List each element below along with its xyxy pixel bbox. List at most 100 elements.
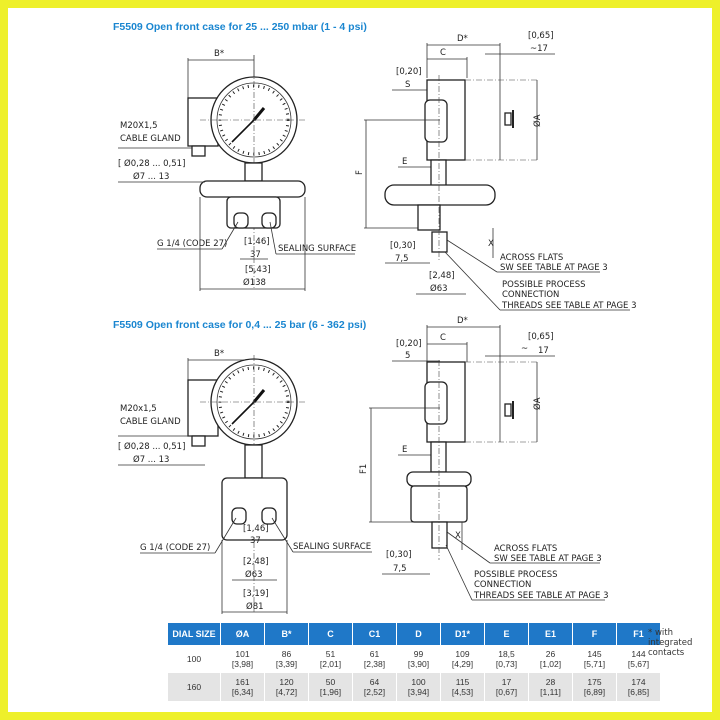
cell-inch: [1,96]	[319, 687, 342, 697]
cell-mm: 161	[235, 677, 250, 687]
table-cell: 174[6,85]	[616, 673, 661, 701]
label-threads: THREADS SEE TABLE AT PAGE 3	[501, 301, 637, 311]
cell-inch: [3,39]	[275, 659, 298, 669]
dim-d: D*	[457, 34, 468, 44]
cell-inch: [2,52]	[363, 687, 386, 697]
column-header: ØA	[220, 623, 265, 645]
cell-inch: [2,01]	[319, 659, 342, 669]
dim-s: S	[405, 80, 410, 90]
dim-x-2: X	[455, 531, 461, 541]
cell-mm: 28	[545, 677, 556, 687]
cell-inch: [1,02]	[539, 659, 562, 669]
dim-248-2: [2,48]	[243, 557, 269, 567]
dim-248: [2,48]	[429, 271, 455, 281]
cell-mm: 51	[325, 649, 336, 659]
dim-b-2: B*	[214, 349, 224, 359]
column-header: F1	[616, 623, 661, 645]
label-across-flats: ACROSS FLATS	[500, 253, 563, 263]
cell-inch: [0,67]	[495, 687, 518, 697]
dim-63-2: Ø63	[245, 569, 263, 580]
column-header: B*	[264, 623, 309, 645]
cell-mm: 120	[279, 677, 294, 687]
cell-mm: 145	[587, 649, 602, 659]
dim-020: [0,20]	[396, 67, 422, 77]
cell-mm: 100	[186, 654, 202, 664]
dim-030: [0,30]	[390, 241, 416, 251]
table-cell: 100	[168, 645, 221, 673]
table-cell: 145[5,71]	[572, 645, 617, 673]
dim-e-2: E	[402, 445, 407, 455]
cell-mm: 61	[369, 649, 380, 659]
table-cell: 61[2,38]	[352, 645, 397, 673]
dim-gland-in-2: [ Ø0,28 ... 0,51]	[118, 441, 185, 452]
table-cell: 18,5[0,73]	[484, 645, 529, 673]
cell-inch: [6,85]	[627, 687, 650, 697]
label-cable-gland: CABLE GLAND	[120, 134, 181, 144]
column-header: E1	[528, 623, 573, 645]
table-cell: 86[3,39]	[264, 645, 309, 673]
label-connection-2: CONNECTION	[474, 580, 531, 590]
bottom-side-view: D* C [0,65] ~ 17 [0,20] 5 ØA F1 E X [0,3…	[359, 316, 609, 601]
table-cell: 51[2,01]	[308, 645, 353, 673]
cell-inch: [4,53]	[451, 687, 474, 697]
dim-138: Ø138	[243, 277, 266, 288]
label-sealing-surface: SEALING SURFACE	[278, 244, 356, 254]
dim-d-2: D*	[457, 316, 468, 326]
dim-gland-mm: Ø7 ... 13	[133, 171, 169, 182]
dim-75: 7,5	[395, 254, 409, 264]
dim-tilde: ~	[521, 344, 528, 354]
label-across-flats-2: ACROSS FLATS	[494, 544, 557, 554]
cell-mm: 50	[325, 677, 336, 687]
dim-17-2: 17	[538, 346, 549, 356]
cell-inch: [5,71]	[583, 659, 606, 669]
cell-mm: 86	[281, 649, 292, 659]
column-header: D	[396, 623, 441, 645]
label-sw-2: SW SEE TABLE AT PAGE 3	[494, 554, 602, 564]
table-cell: 109[4,29]	[440, 645, 485, 673]
label-m20: M20X1,5	[120, 121, 158, 131]
table-cell: 26[1,02]	[528, 645, 573, 673]
table-cell: 100[3,94]	[396, 673, 441, 701]
label-possible-process-2: POSSIBLE PROCESS	[474, 570, 558, 580]
cell-inch: [3,94]	[407, 687, 430, 697]
bottom-title: F5509 Open front case for 0,4 ... 25 bar…	[113, 319, 366, 331]
table-cell: 160	[168, 673, 221, 701]
table-cell: 101[3,98]	[220, 645, 265, 673]
bottom-front-view: F5509 Open front case for 0,4 ... 25 bar…	[113, 319, 372, 614]
label-connection: CONNECTION	[502, 290, 559, 300]
cell-inch: [3,98]	[231, 659, 254, 669]
dim-37-2: 37	[250, 536, 261, 546]
dim-b: B*	[214, 49, 224, 59]
label-sw: SW SEE TABLE AT PAGE 3	[500, 263, 608, 273]
dim-oa: ØA	[532, 114, 543, 127]
column-header: C1	[352, 623, 397, 645]
cell-inch: [2,38]	[363, 659, 386, 669]
table-cell: 28[1,11]	[528, 673, 573, 701]
cell-mm: 64	[369, 677, 380, 687]
table-note: * with integrated contacts	[648, 628, 693, 658]
cell-inch: [3,90]	[407, 659, 430, 669]
cell-inch: [6,89]	[583, 687, 606, 697]
dim-030-2: [0,30]	[386, 550, 412, 560]
table-cell: 17[0,67]	[484, 673, 529, 701]
table-cell: 161[6,34]	[220, 673, 265, 701]
column-header: D1*	[440, 623, 485, 645]
dim-c: C	[440, 48, 446, 58]
cell-inch: [4,29]	[451, 659, 474, 669]
dim-f: F	[355, 170, 365, 175]
dim-146-2: [1,46]	[243, 524, 269, 534]
dim-146: [1,46]	[244, 237, 270, 247]
label-threads-2: THREADS SEE TABLE AT PAGE 3	[473, 591, 609, 601]
dim-065: [0,65]	[528, 31, 554, 41]
cell-mm: 26	[545, 649, 556, 659]
dim-x: X	[488, 239, 494, 249]
cell-inch: [6,34]	[231, 687, 254, 697]
cell-inch: [5,67]	[627, 659, 650, 669]
dim-75-2: 7,5	[393, 564, 407, 574]
cell-mm: 144	[631, 649, 646, 659]
dim-c-2: C	[440, 333, 446, 343]
